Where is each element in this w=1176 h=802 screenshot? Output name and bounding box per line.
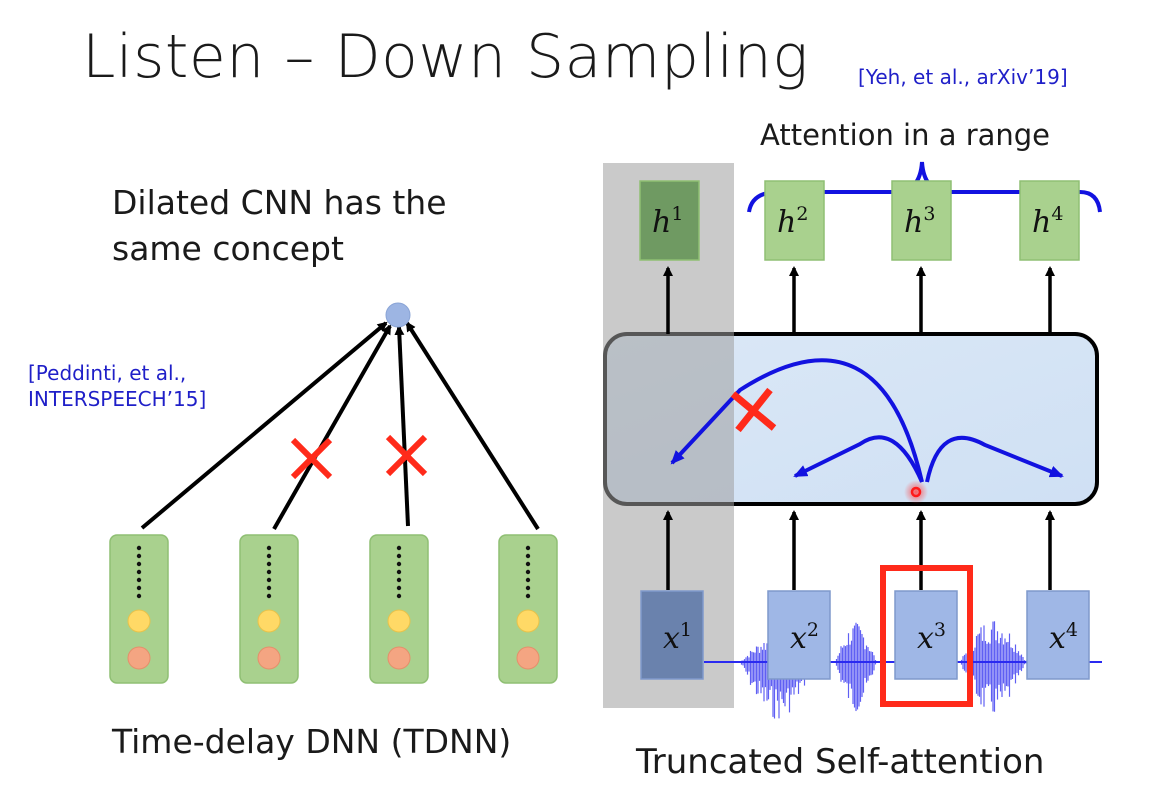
tdnn-column-body <box>369 534 429 684</box>
ellipsis-dot <box>136 593 142 599</box>
ellipsis-dot <box>525 593 531 599</box>
output-label: h3 <box>904 203 935 240</box>
citation-peddinti-line2: INTERSPEECH’15] <box>28 387 207 411</box>
tdnn-output-node <box>385 302 411 328</box>
citation-peddinti-line1: [Peddinti, et al., <box>28 361 187 385</box>
tdnn-feature-node <box>516 646 540 670</box>
citation-peddinti: [Peddinti, et al., INTERSPEECH’15] <box>28 360 206 412</box>
current-input-highlight <box>880 565 973 707</box>
self-attention-diagram: h1 h2 h3 h4 x1 x2 x3 x4 <box>603 161 1102 719</box>
ellipsis-dot <box>396 545 402 551</box>
tdnn-frame-column <box>369 534 429 684</box>
tdnn-feature-node <box>127 646 151 670</box>
ellipsis-dot <box>525 585 531 591</box>
attention-arrow-to-x1 <box>670 358 924 483</box>
input-x4: x4 <box>1026 590 1090 680</box>
tdnn-column-body <box>498 534 558 684</box>
slide-title: Listen – Down Sampling <box>82 22 809 92</box>
output-box <box>1019 180 1080 261</box>
tdnn-subtitle-line1: Dilated CNN has the <box>112 183 447 222</box>
input-label: x4 <box>1049 619 1078 656</box>
tdnn-caption: Time-delay DNN (TDNN) <box>112 722 512 761</box>
tdnn-subtitle-line2: same concept <box>112 229 344 268</box>
input-x2: x2 <box>767 590 831 680</box>
output-box <box>891 180 952 261</box>
output-label: h4 <box>1032 203 1063 240</box>
ellipsis-dot <box>136 561 142 567</box>
output-box <box>639 180 700 261</box>
ellipsis-dot <box>396 585 402 591</box>
ellipsis-dot <box>525 577 531 583</box>
ellipsis-dot <box>266 569 272 575</box>
tdnn-feature-node <box>127 609 151 633</box>
output-h2: h2 <box>764 180 825 261</box>
input-box <box>767 590 831 680</box>
ellipsis-dot <box>136 569 142 575</box>
attention-arrow-to-x4 <box>925 435 1064 483</box>
tdnn-connection-1 <box>140 321 388 530</box>
output-h1: h1 <box>639 180 700 261</box>
ellipsis-dot <box>525 553 531 559</box>
truncated-self-attention-caption: Truncated Self-attention <box>636 742 1045 782</box>
tdnn-frame-column <box>109 534 169 684</box>
ellipsis-dot <box>136 585 142 591</box>
input-box <box>640 590 704 680</box>
ellipsis-dot <box>266 593 272 599</box>
tdnn-diagram <box>109 302 558 684</box>
ellipsis-dot <box>525 545 531 551</box>
input-x3: x3 <box>894 590 958 680</box>
tdnn-feature-node <box>257 646 281 670</box>
ellipsis-dot <box>136 553 142 559</box>
tdnn-connection-3 <box>394 325 410 527</box>
attention-arrow-to-x2 <box>793 435 924 483</box>
ellipsis-dot <box>136 545 142 551</box>
ellipsis-dot <box>136 577 142 583</box>
ellipsis-dot <box>266 553 272 559</box>
cursor-glow <box>904 480 928 504</box>
tdnn-feature-node <box>387 646 411 670</box>
output-h4: h4 <box>1019 180 1080 261</box>
tdnn-feature-node <box>257 609 281 633</box>
ellipsis-dot <box>266 577 272 583</box>
output-h3: h3 <box>891 180 952 261</box>
tdnn-frame-column <box>239 534 299 684</box>
ellipsis-dot <box>396 553 402 559</box>
tdnn-column-body <box>239 534 299 684</box>
attention-range-label: Attention in a range <box>760 118 1051 152</box>
ellipsis-dot <box>396 569 402 575</box>
input-box <box>1026 590 1090 680</box>
ellipsis-dot <box>396 593 402 599</box>
tdnn-connection-2 <box>272 324 392 530</box>
tdnn-connection-4 <box>405 321 540 531</box>
ellipsis-dot <box>525 561 531 567</box>
ellipsis-dot <box>396 561 402 567</box>
cursor-icon <box>910 486 922 498</box>
tdnn-feature-node <box>516 609 540 633</box>
citation-yeh: [Yeh, et al., arXiv’19] <box>858 65 1068 89</box>
tdnn-column-body <box>109 534 169 684</box>
ellipsis-dot <box>266 545 272 551</box>
input-box <box>894 590 958 680</box>
ellipsis-dot <box>266 561 272 567</box>
tdnn-blocked-cross-3 <box>385 434 428 477</box>
ellipsis-dot <box>266 585 272 591</box>
ellipsis-dot <box>525 569 531 575</box>
tdnn-frame-column <box>498 534 558 684</box>
tdnn-subtitle: Dilated CNN has the same concept <box>112 180 447 272</box>
input-x1: x1 <box>640 590 704 680</box>
output-box <box>764 180 825 261</box>
attention-blocked-cross <box>730 387 777 433</box>
ellipsis-dot <box>396 577 402 583</box>
tdnn-feature-node <box>387 609 411 633</box>
tdnn-blocked-cross-2 <box>290 437 333 480</box>
